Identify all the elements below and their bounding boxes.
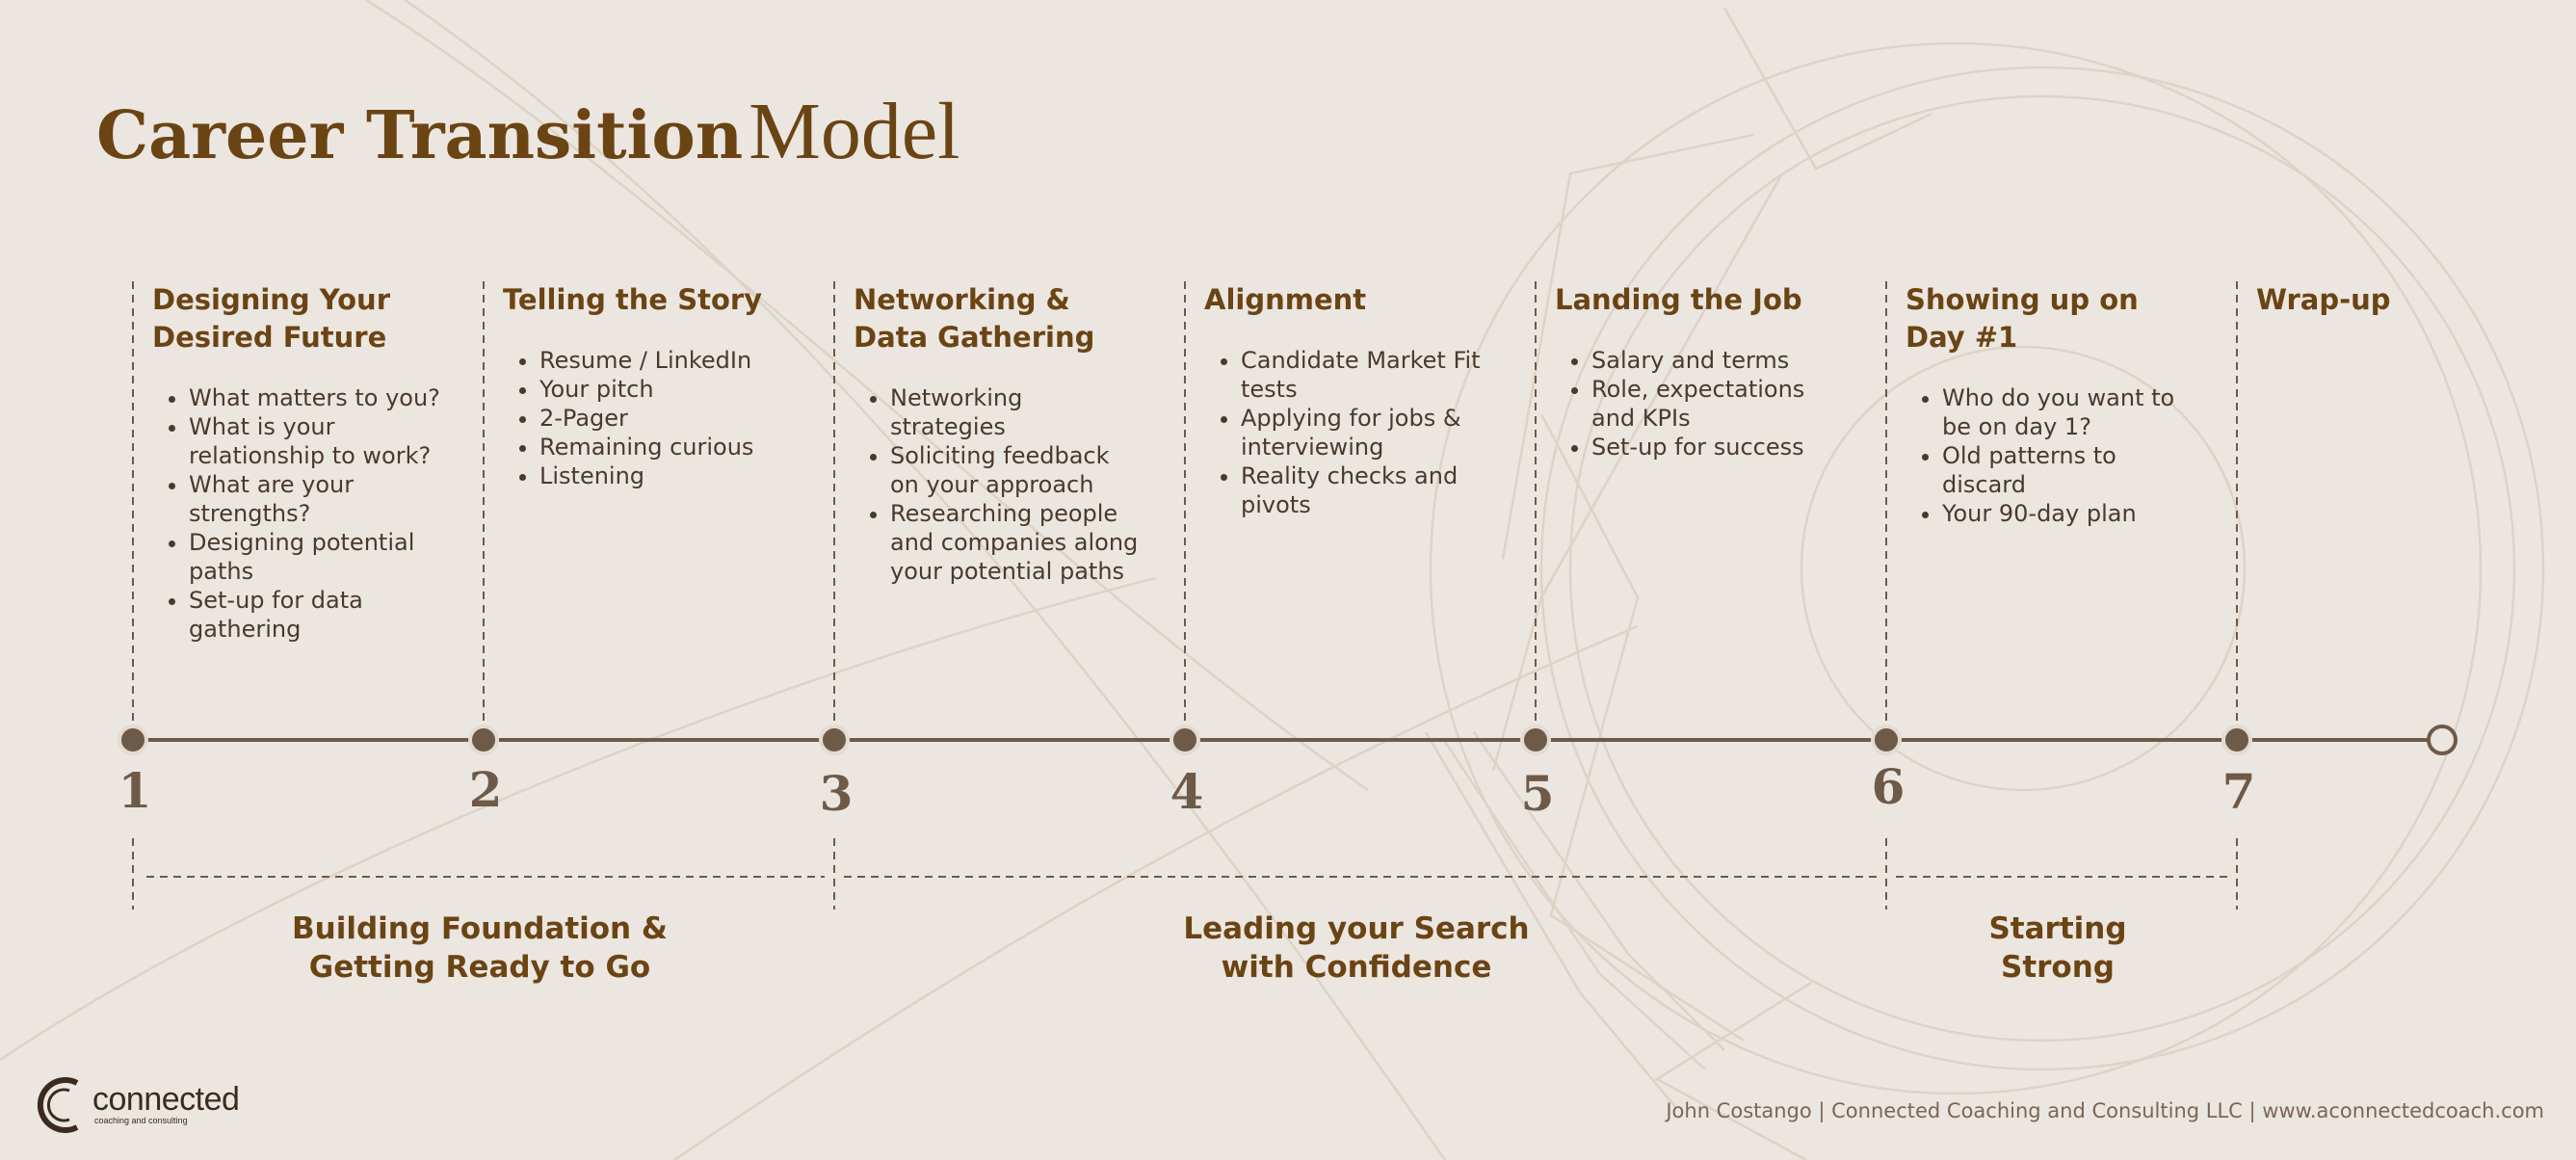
stage-items: Salary and terms Role, expectations and … — [1555, 346, 1844, 461]
timeline-node — [118, 725, 148, 755]
stage-items: Resume / LinkedIn Your pitch 2-Pager Rem… — [503, 346, 792, 490]
footer-credit: John Costango | Connected Coaching and C… — [1666, 1099, 2544, 1122]
timeline-end-marker — [2427, 725, 2458, 755]
stage-title: Showing up on Day #1 — [1906, 283, 2139, 354]
stage-title: Wrap-up — [2256, 283, 2391, 316]
stage-item: Set-up for data gathering — [189, 586, 441, 644]
stage-item: Resume / LinkedIn — [539, 346, 792, 375]
stage-item: Who do you want to be on day 1? — [1942, 383, 2195, 441]
stage-item: What is your relationship to work? — [189, 412, 441, 470]
stage-items: Candidate Market Fit tests Applying for … — [1204, 346, 1493, 519]
stage-title: Landing the Job — [1555, 283, 1802, 316]
phase-label: Starting Strong — [1988, 911, 2127, 985]
stage-title: Networking & Data Gathering — [854, 283, 1095, 354]
stage-items: Networking strategies Soliciting feedbac… — [854, 383, 1143, 586]
stage-item: Reality checks and pivots — [1241, 461, 1493, 519]
timeline-node — [1170, 725, 1200, 755]
stage-number: 3 — [820, 765, 854, 822]
stage-item: Role, expectations and KPIs — [1591, 375, 1844, 433]
stage-item: Networking strategies — [890, 383, 1143, 441]
logo-name: connected — [92, 1081, 240, 1118]
stage-3: Networking & Data Gathering Networking s… — [854, 281, 1143, 586]
timeline-node — [819, 725, 850, 755]
connected-logo-icon — [37, 1077, 79, 1133]
stage-title: Telling the Story — [503, 283, 763, 316]
timeline-nodes — [118, 725, 2252, 755]
phase-label: Building Foundation & Getting Ready to G… — [292, 911, 668, 985]
stage-items: Who do you want to be on day 1? Old patt… — [1906, 383, 2195, 528]
stage-number: 7 — [2222, 763, 2256, 820]
title-bold: Career Transition — [96, 97, 744, 174]
stage-item: Soliciting feedback on your approach — [890, 441, 1143, 499]
phase-label: Leading your Search with Confidence — [1183, 911, 1530, 985]
stage-number: 2 — [469, 761, 503, 818]
title-light: Model — [749, 87, 960, 176]
timeline-node — [1520, 725, 1551, 755]
stage-4: Alignment Candidate Market Fit tests App… — [1204, 281, 1493, 519]
timeline-node — [2221, 725, 2252, 755]
stage-number: 4 — [1170, 763, 1204, 820]
stage-6: Showing up on Day #1 Who do you want to … — [1906, 281, 2195, 528]
stage-number: 1 — [118, 762, 152, 819]
stage-title: Designing Your Desired Future — [152, 283, 390, 354]
phase-brackets — [132, 838, 2238, 910]
stage-item: Your 90-day plan — [1942, 499, 2195, 528]
stage-7: Wrap-up — [2256, 281, 2545, 346]
stage-item: Your pitch — [539, 375, 792, 404]
stage-5: Landing the Job Salary and terms Role, e… — [1555, 281, 1844, 461]
stage-item: What matters to you? — [189, 383, 441, 412]
timeline-node — [1871, 725, 1902, 755]
logo-tagline: coaching and consulting — [94, 1116, 188, 1125]
stage-item: What are your strengths? — [189, 470, 441, 528]
stage-numbers: 1 2 3 4 5 6 7 — [118, 758, 2256, 822]
stage-item: Set-up for success — [1591, 433, 1844, 461]
stage-number: 6 — [1872, 758, 1906, 815]
stage-dividers — [132, 281, 2238, 726]
stage-number: 5 — [1521, 765, 1555, 822]
stage-item: Candidate Market Fit tests — [1241, 346, 1493, 404]
stage-item: Applying for jobs & interviewing — [1241, 404, 1493, 461]
stage-item: Remaining curious — [539, 433, 792, 461]
timeline-node — [468, 725, 499, 755]
stage-2: Telling the Story Resume / LinkedIn Your… — [503, 281, 792, 490]
stage-item: Designing potential paths — [189, 528, 441, 586]
stage-item: Listening — [539, 461, 792, 490]
stage-item: Researching people and companies along y… — [890, 499, 1143, 586]
stage-items: What matters to you? What is your relati… — [152, 383, 441, 644]
stage-item: Salary and terms — [1591, 346, 1844, 375]
stage-item: 2-Pager — [539, 404, 792, 433]
stage-1: Designing Your Desired Future What matte… — [152, 281, 441, 644]
stage-title: Alignment — [1204, 283, 1367, 316]
stage-item: Old patterns to discard — [1942, 441, 2195, 499]
page-title: Career TransitionModel — [96, 85, 959, 178]
